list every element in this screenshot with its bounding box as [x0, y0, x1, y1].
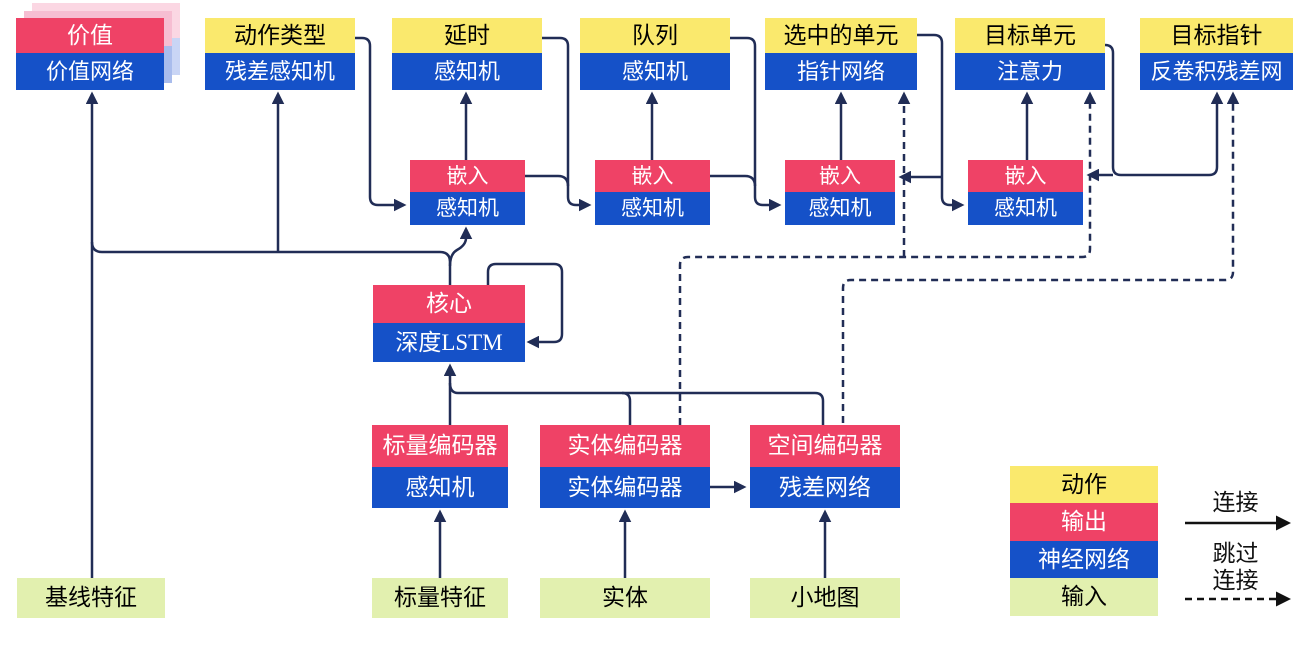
- legend-connection-label: 连接: [1212, 490, 1259, 515]
- action-type-action-label: 动作类型: [205, 18, 355, 53]
- input-entities: 实体: [540, 578, 710, 618]
- node-spatial-encoder: 空间编码器 残差网络: [750, 425, 900, 508]
- queue-action-label: 队列: [580, 18, 730, 53]
- connector-queue-to-embed3: [730, 36, 782, 212]
- action-type-network-label: 残差感知机: [205, 53, 355, 90]
- value-network-label: 价值网络: [16, 53, 164, 90]
- embed3-output-label: 嵌入: [785, 160, 895, 192]
- node-embed2: 嵌入 感知机: [595, 160, 710, 225]
- connector-embed2-out-merge: [710, 174, 757, 187]
- connector-core-self-loop: [486, 262, 564, 349]
- node-core: 核心 深度LSTM: [373, 285, 525, 362]
- node-selected-units: 选中的单元 指针网络: [765, 18, 917, 90]
- spatial-encoder-network-label: 残差网络: [750, 467, 900, 508]
- node-action-type: 动作类型 残差感知机: [205, 18, 355, 90]
- connector-embed1-out-merge: [525, 174, 570, 187]
- core-output-label: 核心: [373, 285, 525, 323]
- node-target-point: 目标指针 反卷积残差网: [1140, 18, 1293, 90]
- target-unit-action-label: 目标单元: [955, 18, 1105, 53]
- embed4-output-label: 嵌入: [968, 160, 1083, 192]
- embed1-network-label: 感知机: [410, 192, 525, 225]
- selected-units-action-label: 选中的单元: [765, 18, 917, 53]
- embed2-output-label: 嵌入: [595, 160, 710, 192]
- embed1-output-label: 嵌入: [410, 160, 525, 192]
- connector-delay-to-embed2: [542, 36, 592, 212]
- input-minimap: 小地图: [750, 578, 900, 618]
- scalar-encoder-network-label: 感知机: [372, 467, 508, 508]
- embed3-network-label: 感知机: [785, 192, 895, 225]
- connector-target-unit-to-target-point: [1104, 43, 1224, 177]
- target-unit-network-label: 注意力: [955, 53, 1105, 90]
- connector-action-type-to-embed1: [355, 36, 407, 212]
- embed2-network-label: 感知机: [595, 192, 710, 225]
- connector-selected-units-to-embed4: [917, 33, 965, 212]
- node-value: 价值 价值网络: [16, 3, 180, 90]
- node-embed4: 嵌入 感知机: [968, 160, 1083, 225]
- connector-entity-encoder-merge: [621, 391, 632, 425]
- node-queue: 队列 感知机: [580, 18, 730, 90]
- skip-spatial-to-target-point: [841, 91, 1240, 423]
- embed4-network-label: 感知机: [968, 192, 1083, 225]
- entity-encoder-output-label: 实体编码器: [540, 425, 710, 467]
- node-embed3: 嵌入 感知机: [785, 160, 895, 225]
- delay-network-label: 感知机: [392, 53, 542, 90]
- connector-core-branch-left: [90, 241, 452, 285]
- connector-core-to-embed1: [448, 226, 473, 267]
- legend-network-swatch: 神经网络: [1010, 541, 1158, 578]
- legend-skip-label-line1: 跳过: [1212, 541, 1259, 566]
- queue-network-label: 感知机: [580, 53, 730, 90]
- spatial-encoder-output-label: 空间编码器: [750, 425, 900, 467]
- node-entity-encoder: 实体编码器 实体编码器: [540, 425, 710, 508]
- skip-entity-to-target-unit: [678, 91, 1097, 425]
- value-output-label: 价值: [16, 18, 164, 53]
- target-point-action-label: 目标指针: [1140, 18, 1293, 53]
- node-scalar-encoder: 标量编码器 感知机: [372, 425, 508, 508]
- node-delay: 延时 感知机: [392, 18, 542, 90]
- selected-units-network-label: 指针网络: [765, 53, 917, 90]
- legend-skip-label-line2: 连接: [1212, 568, 1259, 593]
- legend-input-swatch: 输入: [1010, 578, 1158, 616]
- scalar-encoder-output-label: 标量编码器: [372, 425, 508, 467]
- target-point-network-label: 反卷积残差网: [1140, 53, 1293, 90]
- delay-action-label: 延时: [392, 18, 542, 53]
- legend-action-swatch: 动作: [1010, 466, 1158, 503]
- input-scalar-features: 标量特征: [372, 578, 508, 618]
- entity-encoder-network-label: 实体编码器: [540, 467, 710, 508]
- legend-color-key: 动作 输出 神经网络 输入: [1010, 466, 1158, 616]
- legend-output-swatch: 输出: [1010, 503, 1158, 541]
- input-baseline-features: 基线特征: [17, 578, 165, 618]
- node-embed1: 嵌入 感知机: [410, 160, 525, 225]
- node-target-unit: 目标单元 注意力: [955, 18, 1105, 90]
- connector-spatial-encoder-merge: [448, 382, 825, 425]
- core-network-label: 深度LSTM: [373, 323, 525, 362]
